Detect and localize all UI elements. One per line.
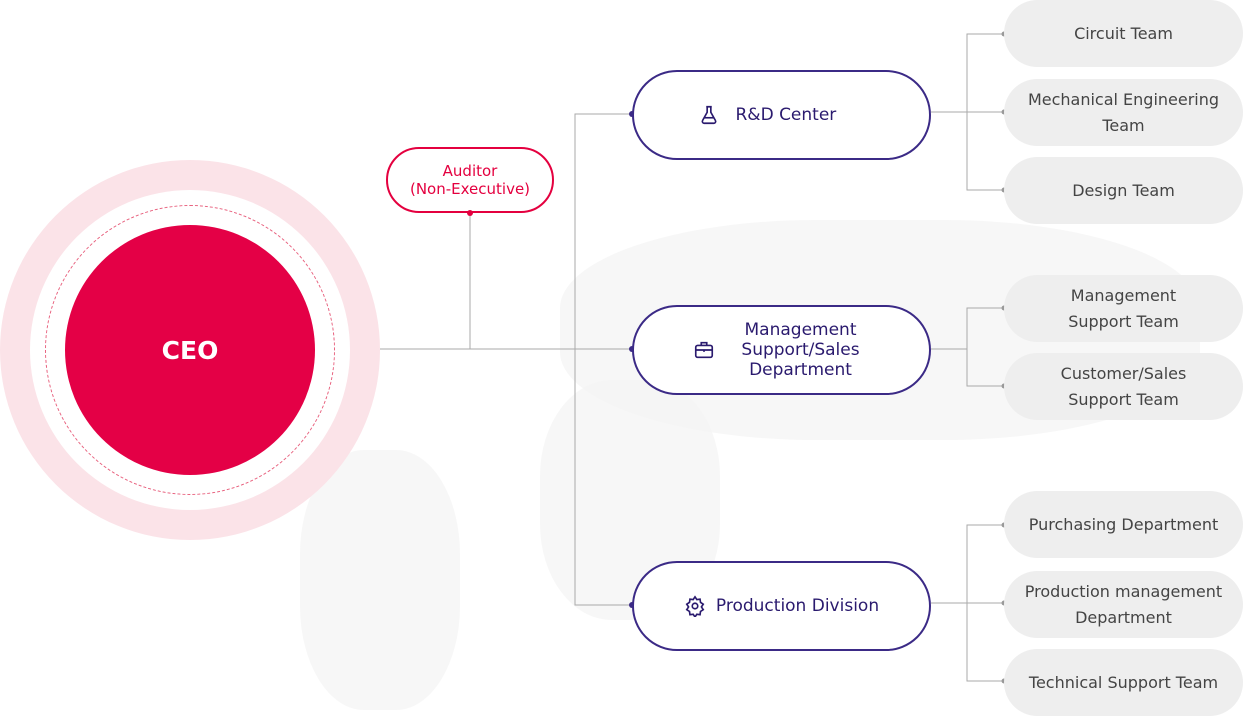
ceo-dotted-ring xyxy=(45,205,335,495)
team-item[interactable]: Customer/Sales Support Team xyxy=(1004,353,1243,420)
team-item[interactable]: Mechanical Engineering Team xyxy=(1004,79,1243,146)
ceo-label: CEO xyxy=(161,335,219,365)
auditor-subtitle: (Non-Executive) xyxy=(409,180,531,198)
flask-icon xyxy=(701,105,716,125)
dept-label: R&D Center xyxy=(735,105,837,125)
team-label: Customer/Sales Support Team xyxy=(1060,363,1187,409)
world-map-background xyxy=(300,450,460,710)
team-item[interactable]: Circuit Team xyxy=(1004,0,1243,67)
dept-rd-center[interactable]: R&D Center xyxy=(632,70,931,160)
auditor-node[interactable]: Auditor (Non-Executive) xyxy=(386,147,554,213)
team-label: Design Team xyxy=(1072,180,1175,200)
dept-label: Management Support/Sales Department xyxy=(741,320,860,380)
team-item[interactable]: Technical Support Team xyxy=(1004,649,1243,716)
team-label: Technical Support Team xyxy=(1028,672,1219,692)
auditor-title: Auditor xyxy=(442,162,498,180)
dept-production[interactable]: Production Division xyxy=(632,561,931,651)
gear-icon xyxy=(685,595,705,617)
team-label: Purchasing Department xyxy=(1028,514,1219,534)
briefcase-icon xyxy=(694,341,713,359)
dept-management-sales[interactable]: Management Support/Sales Department xyxy=(632,305,931,395)
team-label: Management Support Team xyxy=(1068,285,1179,331)
dept-label: Production Division xyxy=(715,596,880,616)
team-item[interactable]: Purchasing Department xyxy=(1004,491,1243,558)
team-item[interactable]: Production management Department xyxy=(1004,571,1243,638)
team-label: Mechanical Engineering Team xyxy=(1027,89,1220,135)
ceo-node[interactable]: CEO xyxy=(65,225,315,475)
team-label: Circuit Team xyxy=(1074,23,1173,43)
team-item[interactable]: Design Team xyxy=(1004,157,1243,224)
team-label: Production management Department xyxy=(1024,581,1223,627)
team-item[interactable]: Management Support Team xyxy=(1004,275,1243,342)
